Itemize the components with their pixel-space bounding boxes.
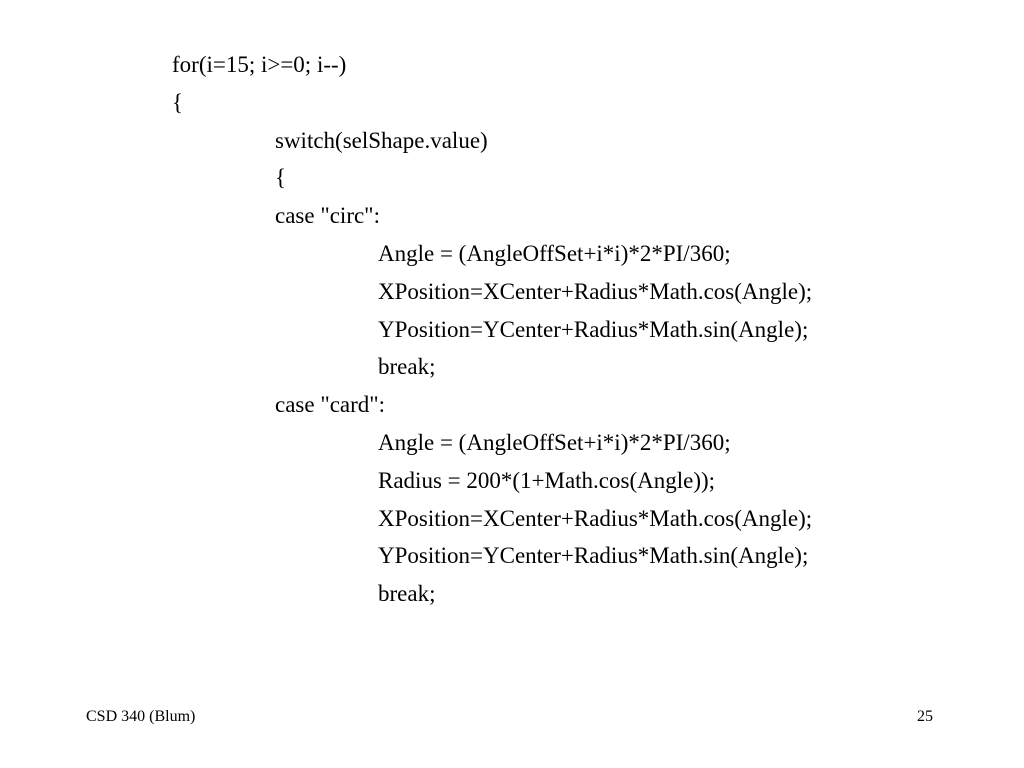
code-line-14: YPosition=YCenter+Radius*Math.sin(Angle)…: [378, 543, 809, 569]
code-line-1: for(i=15; i>=0; i--): [172, 52, 347, 77]
code-line-11: Angle = (AngleOffSet+i*i)*2*PI/360;: [378, 429, 731, 455]
footer-course: CSD 340 (Blum): [86, 708, 196, 725]
code-line-13: XPosition=XCenter+Radius*Math.cos(Angle)…: [378, 505, 813, 531]
code-block: for(i=15; i>=0; i--) { switch(selShape.v…: [172, 46, 972, 613]
code-line-7: XPosition=XCenter+Radius*Math.cos(Angle)…: [378, 278, 813, 304]
code-line-2: {: [172, 89, 184, 115]
code-line-12: Radius = 200*(1+Math.cos(Angle));: [378, 467, 716, 493]
code-line-8: YPosition=YCenter+Radius*Math.sin(Angle)…: [378, 316, 809, 342]
code-line-10: case "card":: [275, 392, 386, 418]
code-line-3: switch(selShape.value): [275, 127, 488, 153]
code-line-4: {: [275, 165, 287, 191]
code-line-5: case "circ":: [275, 203, 380, 229]
code-line-9: break;: [378, 354, 436, 380]
code-line-15: break;: [378, 581, 436, 607]
code-line-6: Angle = (AngleOffSet+i*i)*2*PI/360;: [378, 240, 731, 266]
footer-page-number: 25: [917, 708, 933, 725]
